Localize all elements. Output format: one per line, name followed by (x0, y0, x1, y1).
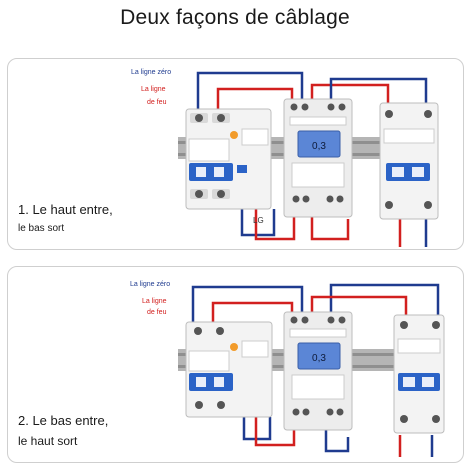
test-button (230, 343, 238, 351)
live-line-label-2: de feu (147, 99, 167, 106)
caption-1-line1: 1. Le haut entre, (18, 202, 113, 217)
test-button (230, 131, 238, 139)
caption-1-line2: le bas sort (18, 223, 65, 234)
rcbo-breaker (185, 321, 273, 418)
live-line-label-2: de feu (147, 309, 167, 316)
caption-2-line1: 2. Le bas entre, (18, 413, 109, 428)
wiring-panel-1: 0,3 La ligne zéro La ligne de feu LG 1. … (7, 58, 464, 250)
wiring-diagram-1: 0,3 (178, 71, 439, 247)
live-line-label-1: La ligne (141, 86, 166, 93)
live-line-label-1: La ligne (142, 298, 167, 305)
neutral-line-label: La ligne zéro (130, 281, 171, 288)
energy-meter (283, 311, 353, 431)
page-title: Deux façons de câblage (120, 6, 350, 29)
meter-reading: 0,3 (312, 141, 326, 152)
breaker-lever-blue (189, 373, 233, 391)
mcb-breaker (393, 314, 445, 434)
live-wire-in (211, 301, 294, 322)
wiring-diagram-2: 0,3 (178, 283, 445, 457)
live-wire-in (216, 87, 294, 109)
wiring-panel-2: 0,3 La ligne zéro La ligne de feu 2. Le … (7, 266, 464, 463)
rcbo-breaker (185, 108, 272, 210)
neutral-line-label: La ligne zéro (131, 69, 172, 76)
neutral-wire-in (196, 71, 304, 109)
lg-label: LG (253, 216, 264, 225)
caption-2-line2: le haut sort (18, 434, 78, 448)
meter-display (297, 130, 341, 158)
meter-reading: 0,3 (312, 353, 326, 364)
mcb-breaker (379, 102, 439, 220)
neutral-wire-link (329, 77, 428, 103)
neutral-wire-in (191, 285, 304, 322)
meter-display (297, 342, 341, 370)
breaker-lever-blue (189, 163, 233, 181)
energy-meter (283, 98, 353, 218)
live-wire-link (310, 83, 390, 103)
